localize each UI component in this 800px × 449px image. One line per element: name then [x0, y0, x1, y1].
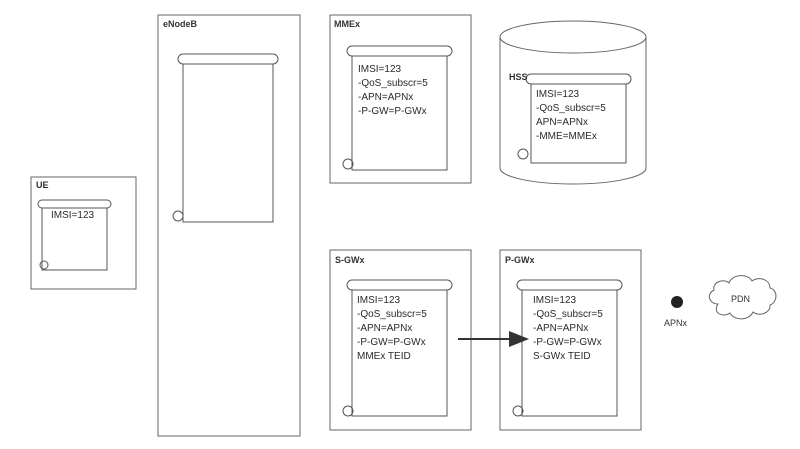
pgw-line: S-GWx TEID [533, 351, 591, 362]
ue-label: UE [36, 180, 49, 190]
pgw-line: -P-GW=P-GWx [533, 337, 602, 348]
ue-scroll-text: IMSI=123 [51, 209, 94, 223]
hss-line: APN=APNx [536, 117, 588, 128]
pdn-cloud-icon [708, 275, 777, 320]
hss-cylinder [499, 20, 647, 185]
sgw-line: -QoS_subscr=5 [357, 309, 427, 320]
sgw-line: IMSI=123 [357, 295, 401, 306]
mme-line: IMSI=123 [358, 64, 402, 75]
apn-label: APNx [664, 318, 688, 328]
mme-line: -APN=APNx [358, 92, 414, 103]
mme-scroll-text: IMSI=123 -QoS_subscr=5 -APN=APNx -P-GW=P… [358, 63, 428, 119]
apn-dot [671, 296, 683, 308]
mme-line: -QoS_subscr=5 [358, 78, 428, 89]
scroll-icon [37, 199, 112, 271]
sgw-scroll-text: IMSI=123 -QoS_subscr=5 -APN=APNx -P-GW=P… [357, 294, 427, 364]
scroll-icon [512, 279, 623, 417]
mme-box [329, 14, 472, 184]
scroll-icon [342, 45, 453, 171]
mme-label: MMEx [334, 19, 361, 29]
pgw-label: P-GWx [505, 255, 535, 265]
pgw-line: -QoS_subscr=5 [533, 309, 603, 320]
pgw-line: IMSI=123 [533, 295, 577, 306]
scroll-icon [342, 279, 453, 417]
scroll-icon [172, 53, 279, 223]
hss-label: HSS [509, 72, 528, 82]
hss-line: IMSI=123 [536, 89, 580, 100]
sgw-line: MMEx TEID [357, 351, 411, 362]
hss-line: -MME=MMEx [536, 131, 597, 142]
pgw-scroll-text: IMSI=123 -QoS_subscr=5 -APN=APNx -P-GW=P… [533, 294, 603, 364]
ue-line: IMSI=123 [51, 210, 95, 221]
enodeb-box [157, 14, 301, 437]
enodeb-label: eNodeB [163, 19, 198, 29]
pdn-label: PDN [731, 294, 751, 304]
sgw-line: -P-GW=P-GWx [357, 337, 426, 348]
pgw-line: -APN=APNx [533, 323, 589, 334]
mme-line: -P-GW=P-GWx [358, 106, 427, 117]
sgw-line: -APN=APNx [357, 323, 413, 334]
ue-box [30, 176, 137, 290]
hss-line: -QoS_subscr=5 [536, 103, 606, 114]
sgw-label: S-GWx [335, 255, 365, 265]
scroll-icon [517, 73, 632, 164]
hss-scroll-text: IMSI=123 -QoS_subscr=5 APN=APNx -MME=MME… [536, 88, 606, 144]
